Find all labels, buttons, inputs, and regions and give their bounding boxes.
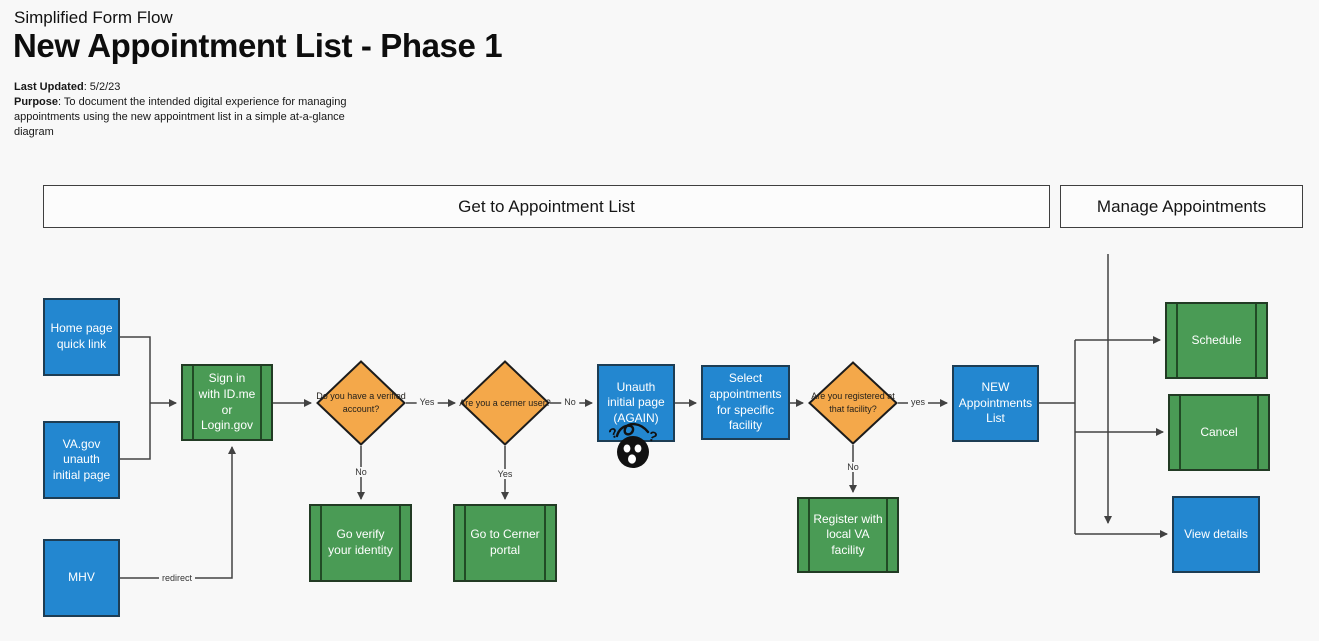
last-updated-value: : 5/2/23 <box>83 81 121 93</box>
diamond-shape <box>460 360 550 446</box>
section-get-to-appointment-list: Get to Appointment List <box>43 185 1050 228</box>
node-view-details: View details <box>1172 496 1260 573</box>
last-updated: Last Updated: 5/2/23 <box>14 80 120 95</box>
section-manage-appointments: Manage Appointments <box>1060 185 1303 228</box>
edge-label-cerner-yes: Yes <box>494 469 516 479</box>
diagram-subtitle: Simplified Form Flow <box>14 8 173 27</box>
edge-label-verified-yes: Yes <box>416 397 438 407</box>
last-updated-label: Last Updated <box>14 81 84 93</box>
node-schedule: Schedule <box>1165 302 1268 379</box>
svg-text:?: ? <box>646 427 659 445</box>
decision-verified-account: Do you have a verified account? <box>316 360 406 446</box>
purpose: Purpose: To document the intended digita… <box>14 95 359 140</box>
node-select-appointments: Select appointments for specific facilit… <box>701 365 790 440</box>
edge-label-registered-no: No <box>844 462 862 472</box>
node-home-page-quick-link: Home page quick link <box>43 298 120 376</box>
page-title: New Appointment List - Phase 1 <box>13 27 503 64</box>
node-mhv: MHV <box>43 539 120 617</box>
edge-label-registered-yes: yes <box>907 397 929 407</box>
diamond-shape <box>808 361 898 445</box>
node-go-verify-identity: Go verify your identity <box>309 504 412 582</box>
decision-registered-at-facility-label: Are you registered at that facility? <box>811 391 895 414</box>
decision-cerner-user-label: Are you a cerner user? <box>459 397 551 408</box>
node-cancel: Cancel <box>1168 394 1270 471</box>
purpose-label: Purpose <box>14 96 59 108</box>
purpose-text: : To document the intended digital exper… <box>14 96 347 138</box>
decision-cerner-user: Are you a cerner user? <box>459 360 551 446</box>
edge-label-mhv-redirect: redirect <box>158 573 196 583</box>
decision-registered-at-facility: Are you registered at that facility? <box>808 361 898 445</box>
confused-face-icon: ? ? <box>606 419 661 471</box>
node-sign-in: Sign in with ID.me or Login.gov <box>181 364 273 441</box>
diamond-shape <box>316 360 406 446</box>
node-new-appointments-list: NEW Appointments List <box>952 365 1039 442</box>
decision-verified-account-label: Do you have a verified account? <box>316 391 406 414</box>
node-vagov-unauth-initial-page: VA.gov unauth initial page <box>43 421 120 499</box>
node-go-to-cerner-portal: Go to Cerner portal <box>453 504 557 582</box>
edge-label-cerner-no: No <box>561 397 579 407</box>
node-register-with-local-va: Register with local VA facility <box>797 497 899 573</box>
edge-label-verified-no: No <box>352 467 370 477</box>
